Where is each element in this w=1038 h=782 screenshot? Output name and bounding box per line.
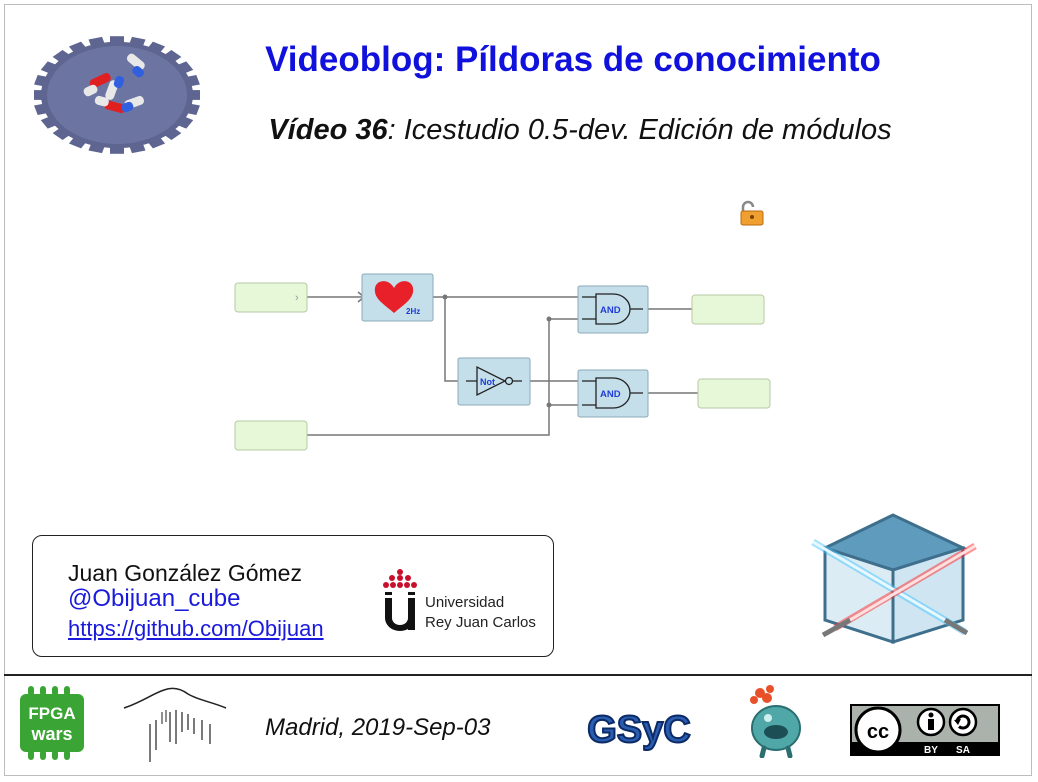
urjc-crown-icon	[383, 569, 417, 631]
cc-sa-label: SA	[956, 745, 970, 756]
input-block-2[interactable]	[234, 420, 308, 451]
svg-text:cc: cc	[867, 721, 889, 743]
heart-frequency-label: 2Hz	[406, 307, 420, 316]
gear-tooth	[174, 61, 194, 75]
gear-tooth	[34, 102, 52, 115]
video-topic: : Icestudio 0.5-dev. Edición de módulos	[387, 114, 892, 146]
circuit-diagram: › 2Hz Not AND AND	[234, 273, 771, 451]
and-gate-icon	[595, 293, 631, 325]
gear-tooth	[182, 75, 200, 88]
author-name: Juan González Gómez	[68, 560, 302, 586]
not-gate-icon	[476, 365, 507, 397]
gear-tooth	[110, 144, 124, 154]
video-number: Vídeo 36	[268, 114, 388, 146]
author-handle[interactable]: @Obijuan_cube	[68, 585, 241, 612]
university-line-2: Rey Juan Carlos	[425, 614, 536, 631]
share-alike-icon	[948, 707, 978, 737]
gear-tooth	[182, 102, 200, 115]
fpga-text: FPGA	[28, 704, 75, 723]
footer-divider	[4, 674, 1032, 676]
university-line-1: Universidad	[425, 594, 505, 611]
pill-icon	[83, 53, 145, 114]
gear-tooth	[68, 41, 89, 56]
heart-block[interactable]: 2Hz	[361, 273, 434, 322]
wires	[307, 296, 698, 436]
and-gate-block-2[interactable]: AND	[577, 369, 649, 418]
gear-tooth	[68, 134, 89, 149]
gear-tooth	[88, 36, 106, 49]
gear-tooth	[34, 75, 52, 88]
output-block-1[interactable]	[691, 294, 765, 325]
page-title: Videoblog: Píldoras de conocimiento	[265, 40, 881, 79]
gear-tooth	[40, 115, 60, 129]
cc-by-sa-badge: cc BY SA	[850, 704, 1000, 756]
gear-pills-logo	[34, 36, 200, 154]
github-link[interactable]: https://github.com/Obijuan	[68, 616, 324, 641]
gear-tooth	[174, 115, 194, 129]
gear-tooth	[110, 36, 124, 46]
gear-tooth	[88, 141, 106, 154]
and-gate-icon	[595, 377, 631, 409]
robot-mascot-icon	[750, 685, 801, 758]
gear-tooth	[128, 141, 146, 154]
video-subtitle: Vídeo 36: Icestudio 0.5-dev. Edición de …	[0, 114, 1038, 147]
heart-icon	[374, 281, 414, 313]
chevron-right-icon: ›	[295, 292, 299, 304]
fpga-wars-logo: FPGA wars	[20, 686, 84, 760]
gear-tooth	[34, 90, 47, 100]
gear-tooth	[145, 41, 166, 56]
gear-tooth	[128, 36, 146, 49]
gear-tooth	[145, 134, 166, 149]
gear-tooth	[40, 61, 60, 75]
gsyc-logo: GSyC	[586, 708, 691, 752]
gear-tooth	[187, 90, 200, 100]
cc-icon	[854, 706, 902, 754]
university-name: Universidad Rey Juan Carlos	[425, 593, 536, 633]
author-card	[32, 535, 554, 657]
gsyc-text: GSyC	[587, 709, 690, 751]
and-gate-block-1[interactable]: AND	[577, 285, 649, 334]
output-block-2[interactable]	[697, 378, 771, 409]
date-location: Madrid, 2019-Sep-03	[265, 714, 491, 741]
cc-by-label: BY	[924, 745, 938, 756]
not-label: Not	[480, 377, 495, 387]
and-label-1: AND	[600, 305, 621, 316]
wars-text: wars	[30, 724, 72, 744]
and-label-2: AND	[600, 389, 621, 400]
input-block-1[interactable]	[234, 282, 308, 313]
unlocked-padlock-icon	[740, 200, 764, 226]
cube-lightsaber-logo	[811, 513, 977, 645]
not-gate-block[interactable]: Not	[457, 357, 531, 406]
mountain-sketch-icon	[123, 687, 227, 762]
